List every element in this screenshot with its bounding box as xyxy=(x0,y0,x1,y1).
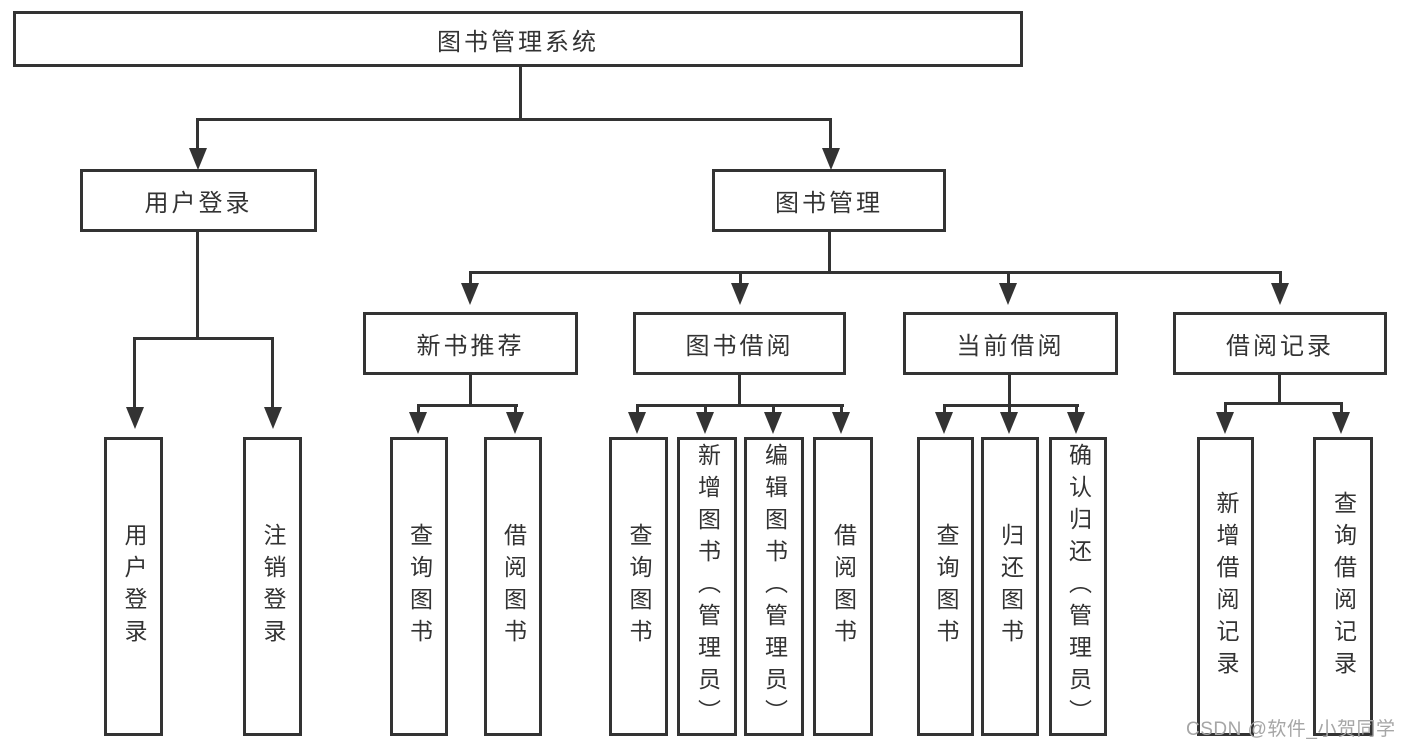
leaf-current-query-books-label: 查询图书 xyxy=(933,522,959,651)
arrow-head-nb-query xyxy=(409,412,427,434)
arrow-stem-leaf-user-login xyxy=(133,337,136,409)
arrow-head-current-borrow xyxy=(999,283,1017,305)
arrow-stem-leaf-logout xyxy=(271,337,274,409)
leaf-record-add-record: 新增借阅记录 xyxy=(1197,437,1254,736)
arrow-stem-bb-add xyxy=(704,404,707,414)
node-book-management-label: 图书管理 xyxy=(775,190,883,217)
leaf-record-query-record-label: 查询借阅记录 xyxy=(1330,490,1357,683)
leaf-borrow-edit-books-admin: 编辑图书（管理员） xyxy=(744,437,804,736)
connector-user-login-stem xyxy=(196,232,199,337)
arrow-head-borrow-record xyxy=(1271,283,1289,305)
arrow-head-bb-add xyxy=(696,412,714,434)
leaf-current-query-books: 查询图书 xyxy=(917,437,974,736)
node-user-login: 用户登录 xyxy=(80,169,317,232)
leaf-newbook-query-books-label: 查询图书 xyxy=(406,522,433,651)
arrow-head-cb-return xyxy=(1000,412,1018,434)
arrow-stem-br-query xyxy=(1340,402,1343,414)
connector-level1-rail xyxy=(196,118,832,121)
connector-book-borrow-stem xyxy=(738,375,741,406)
arrow-head-book-borrow xyxy=(731,283,749,305)
arrow-stem-user-login xyxy=(196,118,199,148)
arrow-head-leaf-user-login xyxy=(126,407,144,429)
arrow-stem-bb-query xyxy=(636,404,639,414)
arrow-head-book-management xyxy=(822,148,840,170)
connector-user-login-rail xyxy=(133,337,274,340)
arrow-head-new-book xyxy=(461,283,479,305)
leaf-logout: 注销登录 xyxy=(243,437,302,736)
arrow-stem-cb-query xyxy=(943,404,946,414)
leaf-logout-label: 注销登录 xyxy=(260,522,286,651)
arrow-stem-book-borrow xyxy=(739,271,742,285)
leaf-current-return-books-label: 归还图书 xyxy=(997,522,1024,651)
arrow-stem-nb-borrow xyxy=(514,404,517,414)
arrow-stem-bb-borrow xyxy=(840,404,843,414)
leaf-current-return-books: 归还图书 xyxy=(981,437,1039,736)
arrow-head-br-add xyxy=(1216,412,1234,434)
connector-level2-rail xyxy=(469,271,1282,274)
leaf-borrow-add-books-admin-label: 新增图书（管理员） xyxy=(694,442,721,731)
arrow-head-bb-query xyxy=(628,412,646,434)
node-current-borrow-label: 当前借阅 xyxy=(956,333,1065,360)
leaf-borrow-borrow-books: 借阅图书 xyxy=(813,437,873,736)
node-new-book-recommend: 新书推荐 xyxy=(363,312,578,375)
leaf-record-query-record: 查询借阅记录 xyxy=(1313,437,1373,736)
arrow-stem-cb-return xyxy=(1008,404,1011,414)
connector-current-borrow-rail xyxy=(943,404,1079,407)
arrow-stem-nb-query xyxy=(417,404,420,414)
arrow-head-cb-confirm xyxy=(1067,412,1085,434)
leaf-user-login: 用户登录 xyxy=(104,437,163,736)
arrow-head-nb-borrow xyxy=(506,412,524,434)
connector-root-stem xyxy=(519,67,522,118)
csdn-watermark: CSDN @软件_小贺同学 xyxy=(1186,719,1396,740)
leaf-user-login-label: 用户登录 xyxy=(121,522,147,651)
leaf-current-confirm-return-admin: 确认归还（管理员） xyxy=(1049,437,1107,736)
arrow-head-user-login xyxy=(189,148,207,170)
arrow-stem-cb-confirm xyxy=(1075,404,1078,414)
connector-borrow-record-stem xyxy=(1278,375,1281,404)
node-root-system: 图书管理系统 xyxy=(13,11,1023,67)
node-borrow-record-label: 借阅记录 xyxy=(1226,333,1334,360)
arrow-head-cb-query xyxy=(935,412,953,434)
leaf-current-confirm-return-admin-label: 确认归还（管理员） xyxy=(1065,442,1092,731)
connector-new-book-rail xyxy=(417,404,518,407)
leaf-record-add-record-label: 新增借阅记录 xyxy=(1213,490,1239,683)
leaf-newbook-query-books: 查询图书 xyxy=(390,437,448,736)
node-root-system-label: 图书管理系统 xyxy=(437,28,599,56)
connector-book-management-stem xyxy=(828,232,831,273)
connector-current-borrow-stem xyxy=(1008,375,1011,406)
arrow-stem-new-book xyxy=(469,271,472,285)
leaf-newbook-borrow-books-label: 借阅图书 xyxy=(500,522,527,651)
arrow-head-br-query xyxy=(1332,412,1350,434)
connector-new-book-stem xyxy=(469,375,472,406)
connector-borrow-record-rail xyxy=(1224,402,1343,405)
leaf-borrow-query-books-label: 查询图书 xyxy=(626,522,652,651)
node-book-borrow-label: 图书借阅 xyxy=(685,333,794,360)
leaf-borrow-edit-books-admin-label: 编辑图书（管理员） xyxy=(761,442,788,731)
arrow-head-bb-edit xyxy=(764,412,782,434)
leaf-borrow-query-books: 查询图书 xyxy=(609,437,668,736)
leaf-newbook-borrow-books: 借阅图书 xyxy=(484,437,542,736)
arrow-head-bb-borrow xyxy=(832,412,850,434)
node-book-borrow: 图书借阅 xyxy=(633,312,846,375)
connector-book-borrow-rail xyxy=(636,404,844,407)
node-new-book-recommend-label: 新书推荐 xyxy=(416,333,525,360)
leaf-borrow-borrow-books-label: 借阅图书 xyxy=(830,522,857,651)
node-user-login-label: 用户登录 xyxy=(144,190,253,217)
arrow-stem-bb-edit xyxy=(772,404,775,414)
node-borrow-record: 借阅记录 xyxy=(1173,312,1387,375)
arrow-head-leaf-logout xyxy=(264,407,282,429)
node-book-management: 图书管理 xyxy=(712,169,946,232)
leaf-borrow-add-books-admin: 新增图书（管理员） xyxy=(677,437,737,736)
arrow-stem-br-add xyxy=(1224,402,1227,414)
arrow-stem-current-borrow xyxy=(1007,271,1010,285)
arrow-stem-book-management xyxy=(829,118,832,148)
node-current-borrow: 当前借阅 xyxy=(903,312,1118,375)
arrow-stem-borrow-record xyxy=(1279,271,1282,285)
